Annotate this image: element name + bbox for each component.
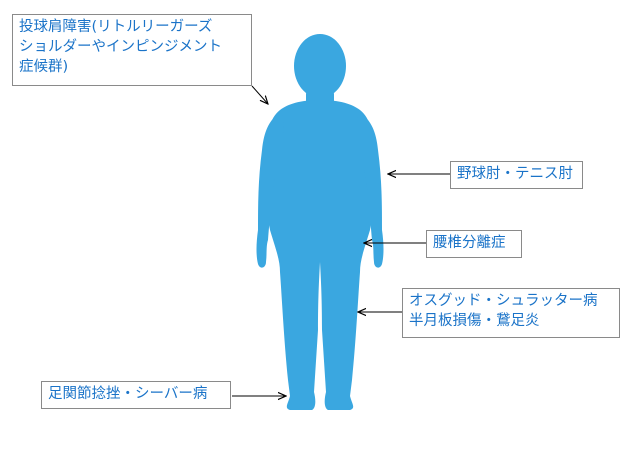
- lower-back-label-line-1: 腰椎分離症: [433, 235, 506, 251]
- shoulder-label-line-3: 症候群): [19, 59, 69, 75]
- lower-back-label: 腰椎分離症: [426, 230, 522, 258]
- shoulder-label-line-1: 投球肩障害(リトルリーガーズ: [19, 19, 213, 35]
- shoulder-label: 投球肩障害(リトルリーガーズ ショルダーやインピンジメント 症候群): [12, 14, 252, 86]
- knee-label-line-1: オスグッド・シュラッター病: [409, 293, 598, 309]
- ankle-label-line-1: 足関節捻挫・シーバー病: [48, 386, 208, 402]
- shoulder-label-line-2: ショルダーやインピンジメント: [19, 39, 222, 55]
- left-arm-shape: [256, 112, 284, 268]
- right-arm-shape: [356, 112, 384, 268]
- knee-label: オスグッド・シュラッター病 半月板損傷・鵞足炎: [402, 288, 620, 338]
- ankle-label: 足関節捻挫・シーバー病: [41, 381, 231, 409]
- elbow-label-line-1: 野球肘・テニス肘: [457, 166, 573, 182]
- head-shape: [294, 34, 346, 98]
- shoulder-arrow: [251, 85, 268, 104]
- human-body-silhouette: [256, 34, 384, 410]
- knee-label-line-2: 半月板損傷・鵞足炎: [409, 313, 540, 329]
- elbow-label: 野球肘・テニス肘: [450, 161, 583, 189]
- torso-legs-shape: [264, 100, 376, 410]
